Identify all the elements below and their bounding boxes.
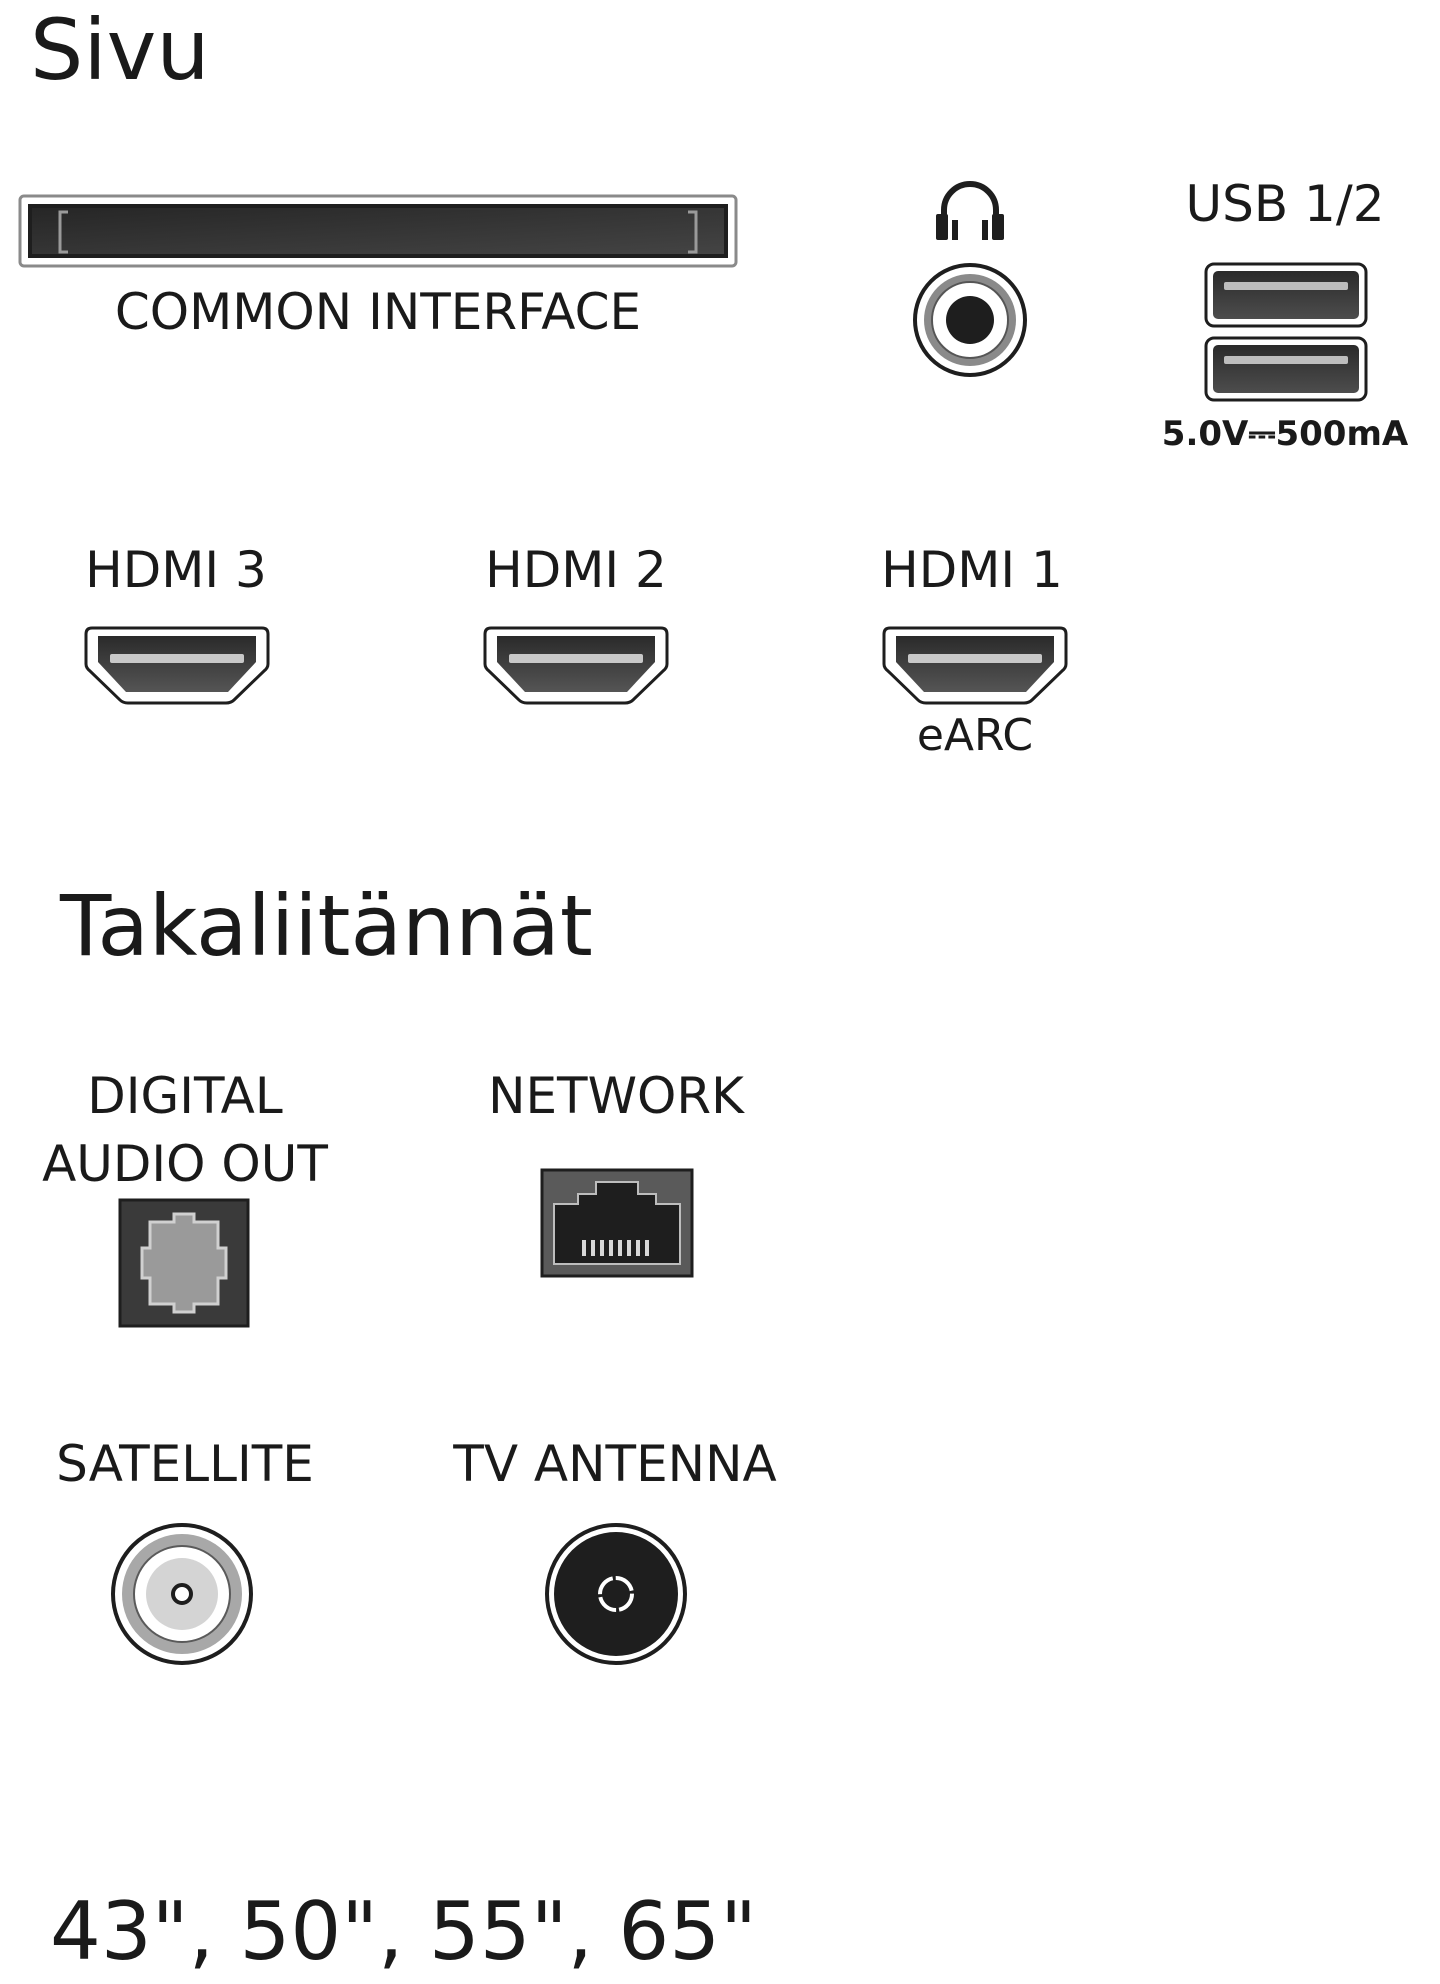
digital-audio-label-line1: DIGITAL (87, 1067, 283, 1125)
audio-jack-icon (913, 263, 1027, 377)
satellite-connector-icon (111, 1523, 253, 1665)
optical-port-icon (118, 1198, 250, 1328)
section-title-rear: Takaliitännät (60, 877, 593, 975)
hdmi2-label: HDMI 2 (485, 541, 667, 599)
satellite-label: SATELLITE (56, 1435, 314, 1493)
ethernet-port-icon (540, 1168, 694, 1278)
usb-label: USB 1/2 (1185, 175, 1385, 233)
usb-port-icon (1204, 262, 1368, 402)
model-sizes: 43", 50", 55", 65" (50, 1885, 757, 1978)
hdmi-port-icon (84, 626, 270, 705)
tv-antenna-label: TV ANTENNA (453, 1435, 777, 1493)
ci-slot-icon (18, 194, 738, 268)
section-title-side: Sivu (30, 1, 210, 99)
usb-rating-label: 5.0V⎓500mA (1161, 414, 1409, 454)
headphones-icon (936, 181, 1004, 240)
network-label: NETWORK (488, 1067, 744, 1125)
hdmi3-label: HDMI 3 (85, 541, 267, 599)
hdmi-port-icon (882, 626, 1068, 705)
antenna-connector-icon (545, 1523, 687, 1665)
hdmi1-label: HDMI 1 (881, 541, 1063, 599)
common-interface-label: COMMON INTERFACE (114, 283, 642, 341)
hdmi-port-icon (483, 626, 669, 705)
digital-audio-label-line2: AUDIO OUT (42, 1135, 328, 1193)
hdmi1-earc-label: eARC (916, 710, 1034, 761)
